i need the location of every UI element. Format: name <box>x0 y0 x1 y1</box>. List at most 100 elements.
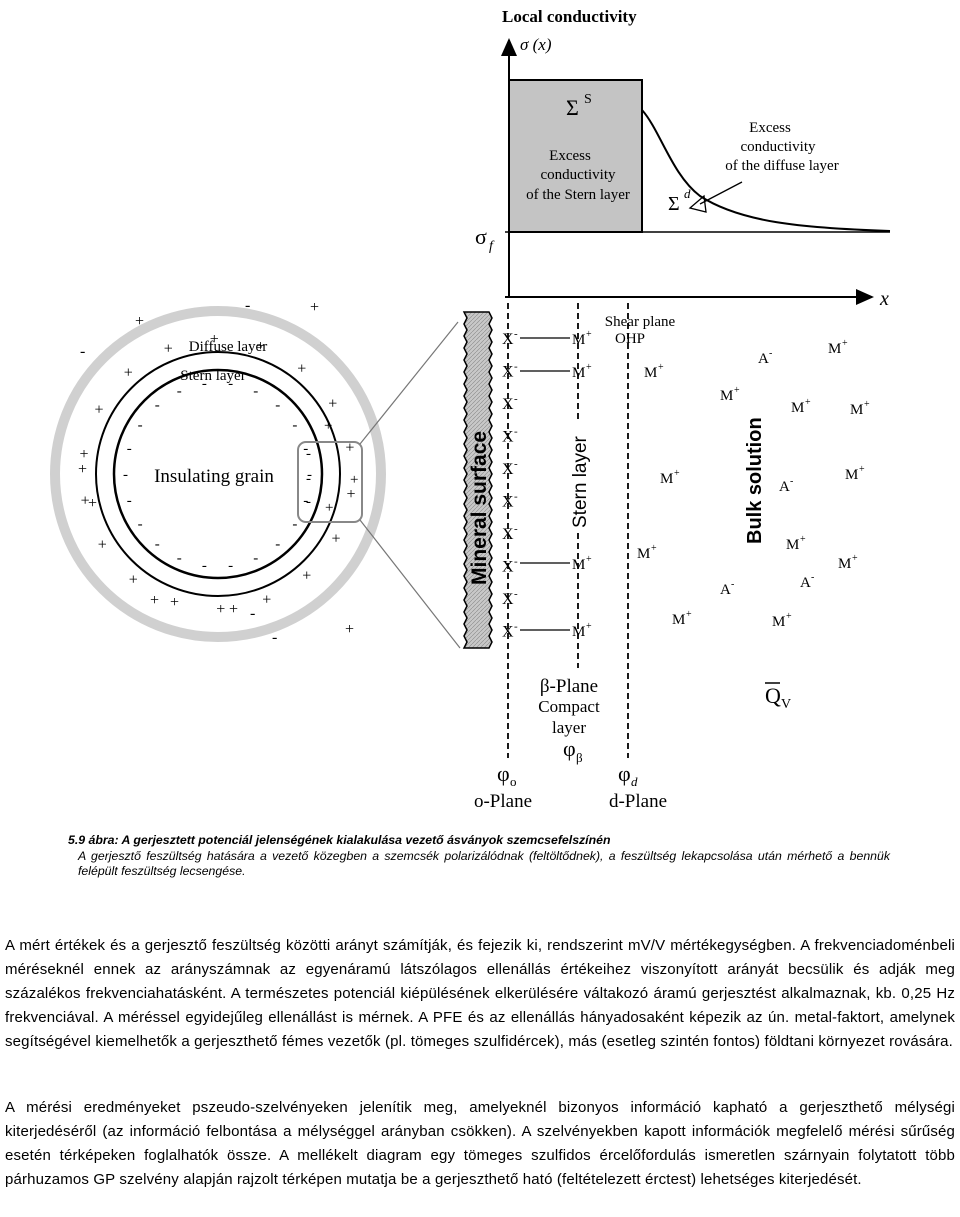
bulk-m-ion-sign: + <box>852 553 858 564</box>
bulk-solution-label: Bulk solution <box>744 417 766 544</box>
zoom-box <box>297 441 363 523</box>
stern-m-charges: M+M+M+M+ <box>520 329 592 640</box>
bulk-m-ion: M <box>845 467 858 483</box>
grain-plus-charge: + <box>164 340 173 357</box>
grain-minus-charge: - <box>138 417 143 433</box>
figure-caption-text: A gerjesztő feszültség hatására a vezető… <box>78 849 890 878</box>
outer-minus-charge: - <box>80 343 85 360</box>
insulating-grain-label: Insulating grain <box>154 466 274 487</box>
layer-detail: Mineral surface X-X-X-X-X-X-X-X-X-X- M+M… <box>462 303 870 812</box>
zoom-line-top <box>359 321 459 445</box>
grain-minus-charge: - <box>202 376 207 392</box>
y-axis-symbol: σ (x) <box>520 35 552 54</box>
grain-plus-charge: + <box>170 594 179 611</box>
grain-plus-charge: + <box>129 572 138 589</box>
grain-minus-charge: - <box>303 441 308 457</box>
zoom-plus-charge: + <box>324 418 332 434</box>
sigma-f-subscript: f <box>489 239 495 254</box>
grain-minus-charge: - <box>202 558 207 574</box>
stern-excess-box <box>508 79 643 233</box>
outer-minus-charge: - <box>272 629 277 646</box>
outer-minus-charge: - <box>250 605 255 622</box>
sigma-f-symbol: σ <box>475 224 487 249</box>
stern-m-ion-sign: + <box>586 362 592 373</box>
q-v-subscript: V <box>781 697 791 712</box>
surface-x-ion-sign: - <box>514 426 518 438</box>
grain-minus-charge: - <box>123 467 128 483</box>
stern-m-ion-sign: + <box>586 554 592 565</box>
bulk-m-ion: M <box>644 365 657 381</box>
surface-x-ion: X <box>502 396 514 413</box>
bulk-m-ion: M <box>772 614 785 630</box>
q-v-symbol: Q <box>765 683 781 708</box>
grain-minus-charge: - <box>127 441 132 457</box>
grain-minus-charge: - <box>253 383 258 399</box>
bulk-a-ion: A <box>720 582 731 598</box>
surface-x-ion: X <box>502 461 514 478</box>
zoom-minus-charge: - <box>306 446 311 462</box>
grain-diagram: Diffuse layer Stern layer Insulating gra… <box>50 297 461 649</box>
diffuse-decay-curve <box>641 109 891 232</box>
stern-sigma-sup: S <box>584 92 592 107</box>
bulk-m-ion: M <box>660 471 673 487</box>
grain-plus-charge: + <box>210 331 219 348</box>
outer-plus-charge: + <box>88 495 97 512</box>
stern-m-ion: M <box>572 624 585 640</box>
grain-minus-charge: - <box>138 517 143 533</box>
outer-plus-charge: + <box>135 313 144 330</box>
grain-minus-charge: - <box>177 551 182 567</box>
grain-plus-charge: + <box>332 531 341 548</box>
diffuse-sigma-sup: d <box>684 186 691 201</box>
diffuse-excess-label-1: Excess <box>749 120 791 136</box>
phi-beta-subscript: β <box>576 750 583 765</box>
y-axis-title: Local conductivity <box>502 7 637 26</box>
surface-x-ion-sign: - <box>514 491 518 503</box>
bulk-m-ion-sign: + <box>734 385 740 396</box>
zoom-line-bottom <box>359 519 461 649</box>
compact-label: Compact <box>538 697 600 716</box>
bulk-a-ion: A <box>758 351 769 367</box>
bulk-m-ion-sign: + <box>859 464 865 475</box>
bulk-m-ion-sign: + <box>864 399 870 410</box>
surface-x-ion-sign: - <box>514 361 518 373</box>
surface-x-ion: X <box>502 429 514 446</box>
outer-plus-charge: + <box>229 601 238 618</box>
grain-minus-charge: - <box>228 376 233 392</box>
bulk-m-ion: M <box>838 556 851 572</box>
bulk-m-ion: M <box>672 612 685 628</box>
bulk-a-ion-sign: - <box>811 572 814 583</box>
grain-plus-charge: + <box>302 567 311 584</box>
bulk-ions: M+M+M+M+M+A-M+A-M+M+M+M+A-A-M+M+ <box>637 338 870 630</box>
stern-m-ion: M <box>572 365 585 381</box>
diffuse-pointer-arrow <box>688 181 743 213</box>
surface-x-ion: X <box>502 559 514 576</box>
grain-minus-charge: - <box>275 537 280 553</box>
bulk-m-ion: M <box>791 400 804 416</box>
bulk-m-ion: M <box>850 402 863 418</box>
body-paragraph-2: A mérési eredményeket pszeudo-szelvények… <box>5 1099 955 1188</box>
diffuse-sigma-symbol: Σ <box>668 193 680 215</box>
bulk-m-ion-sign: + <box>800 534 806 545</box>
bulk-m-ion: M <box>828 341 841 357</box>
electric-double-layer-figure: Local conductivity σ (x) x σ f Σ S Exces… <box>50 7 891 812</box>
surface-x-ion-sign: - <box>514 556 518 568</box>
surface-x-ion-sign: - <box>514 393 518 405</box>
bulk-m-ion: M <box>637 546 650 562</box>
grain-plus-charge: + <box>256 338 265 355</box>
outer-plus-charge: + <box>150 592 159 609</box>
insulating-grain-circle <box>112 368 324 580</box>
bulk-a-ion-sign: - <box>769 348 772 359</box>
diffuse-layer-label: Diffuse layer <box>189 339 267 355</box>
zoom-minus-charge: - <box>306 494 311 510</box>
grain-plus-charge: + <box>98 536 107 553</box>
stern-m-ion-sign: + <box>586 329 592 340</box>
shear-plane-label: Shear plane <box>605 314 676 330</box>
grain-plus-charge: + <box>124 365 133 382</box>
stern-m-ion: M <box>572 332 585 348</box>
grain-plus-charge: + <box>297 360 306 377</box>
x-axis-symbol: x <box>879 288 889 310</box>
conductivity-graph: Local conductivity σ (x) x σ f Σ S Exces… <box>475 7 891 310</box>
surface-x-ion: X <box>502 624 514 641</box>
diffuse-excess-label-3: of the diffuse layer <box>725 158 838 174</box>
outer-plus-charge: + <box>78 461 87 478</box>
